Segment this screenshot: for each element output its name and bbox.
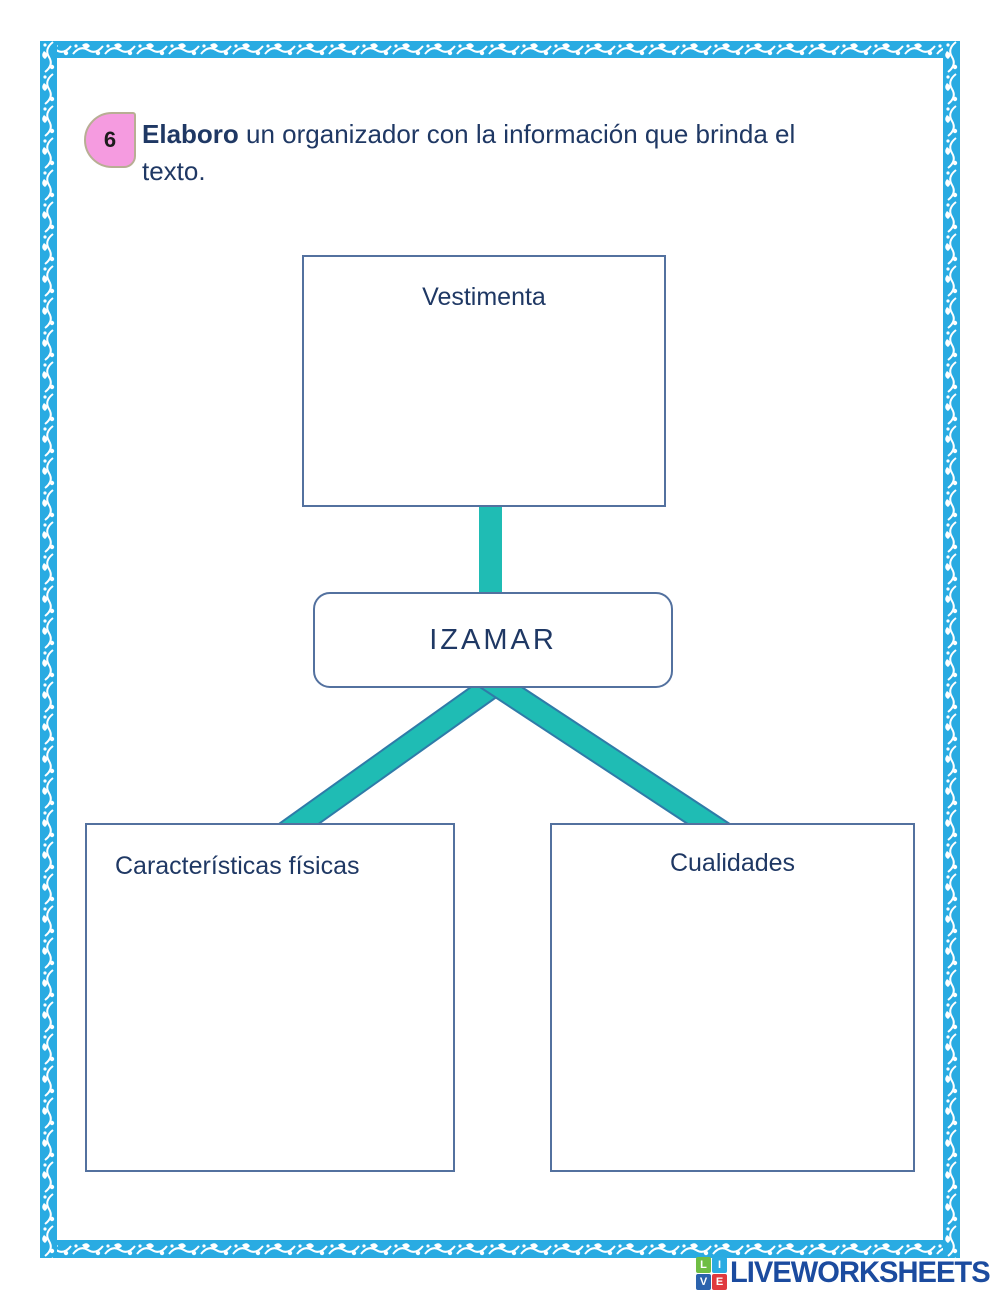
caracteristicas-fisicas-label: Características físicas: [115, 852, 360, 880]
vestimenta-box[interactable]: Vestimenta: [302, 255, 666, 507]
vestimenta-label: Vestimenta: [422, 283, 546, 311]
izamar-label: IZAMAR: [429, 623, 557, 656]
exercise-number-badge: 6: [84, 112, 136, 168]
border-left: [40, 41, 57, 1258]
liveworksheets-logo-icon: L I V E: [696, 1256, 727, 1290]
liveworksheets-logo: L I V E LIVEWORKSHEETS: [696, 1256, 998, 1290]
caracteristicas-fisicas-box[interactable]: Características físicas: [85, 823, 455, 1172]
logo-square-i: I: [712, 1256, 727, 1273]
logo-square-v: V: [696, 1273, 711, 1290]
border-top: [40, 41, 960, 58]
logo-square-l: L: [696, 1256, 711, 1273]
exercise-number: 6: [103, 127, 117, 152]
border-right: [943, 41, 960, 1258]
izamar-box: IZAMAR: [313, 592, 673, 688]
instruction-text: Elaboro un organizador con la informació…: [142, 116, 902, 190]
instruction-lead: Elaboro: [142, 119, 239, 149]
instruction-line2: texto.: [142, 155, 206, 186]
liveworksheets-wordmark: LIVEWORKSHEETS: [730, 1256, 991, 1289]
cualidades-box[interactable]: Cualidades: [550, 823, 915, 1172]
cualidades-label: Cualidades: [669, 849, 796, 877]
instruction-line1: un organizador con la información que br…: [238, 119, 796, 149]
logo-square-e: E: [712, 1273, 727, 1290]
border-bottom: [40, 1240, 960, 1258]
